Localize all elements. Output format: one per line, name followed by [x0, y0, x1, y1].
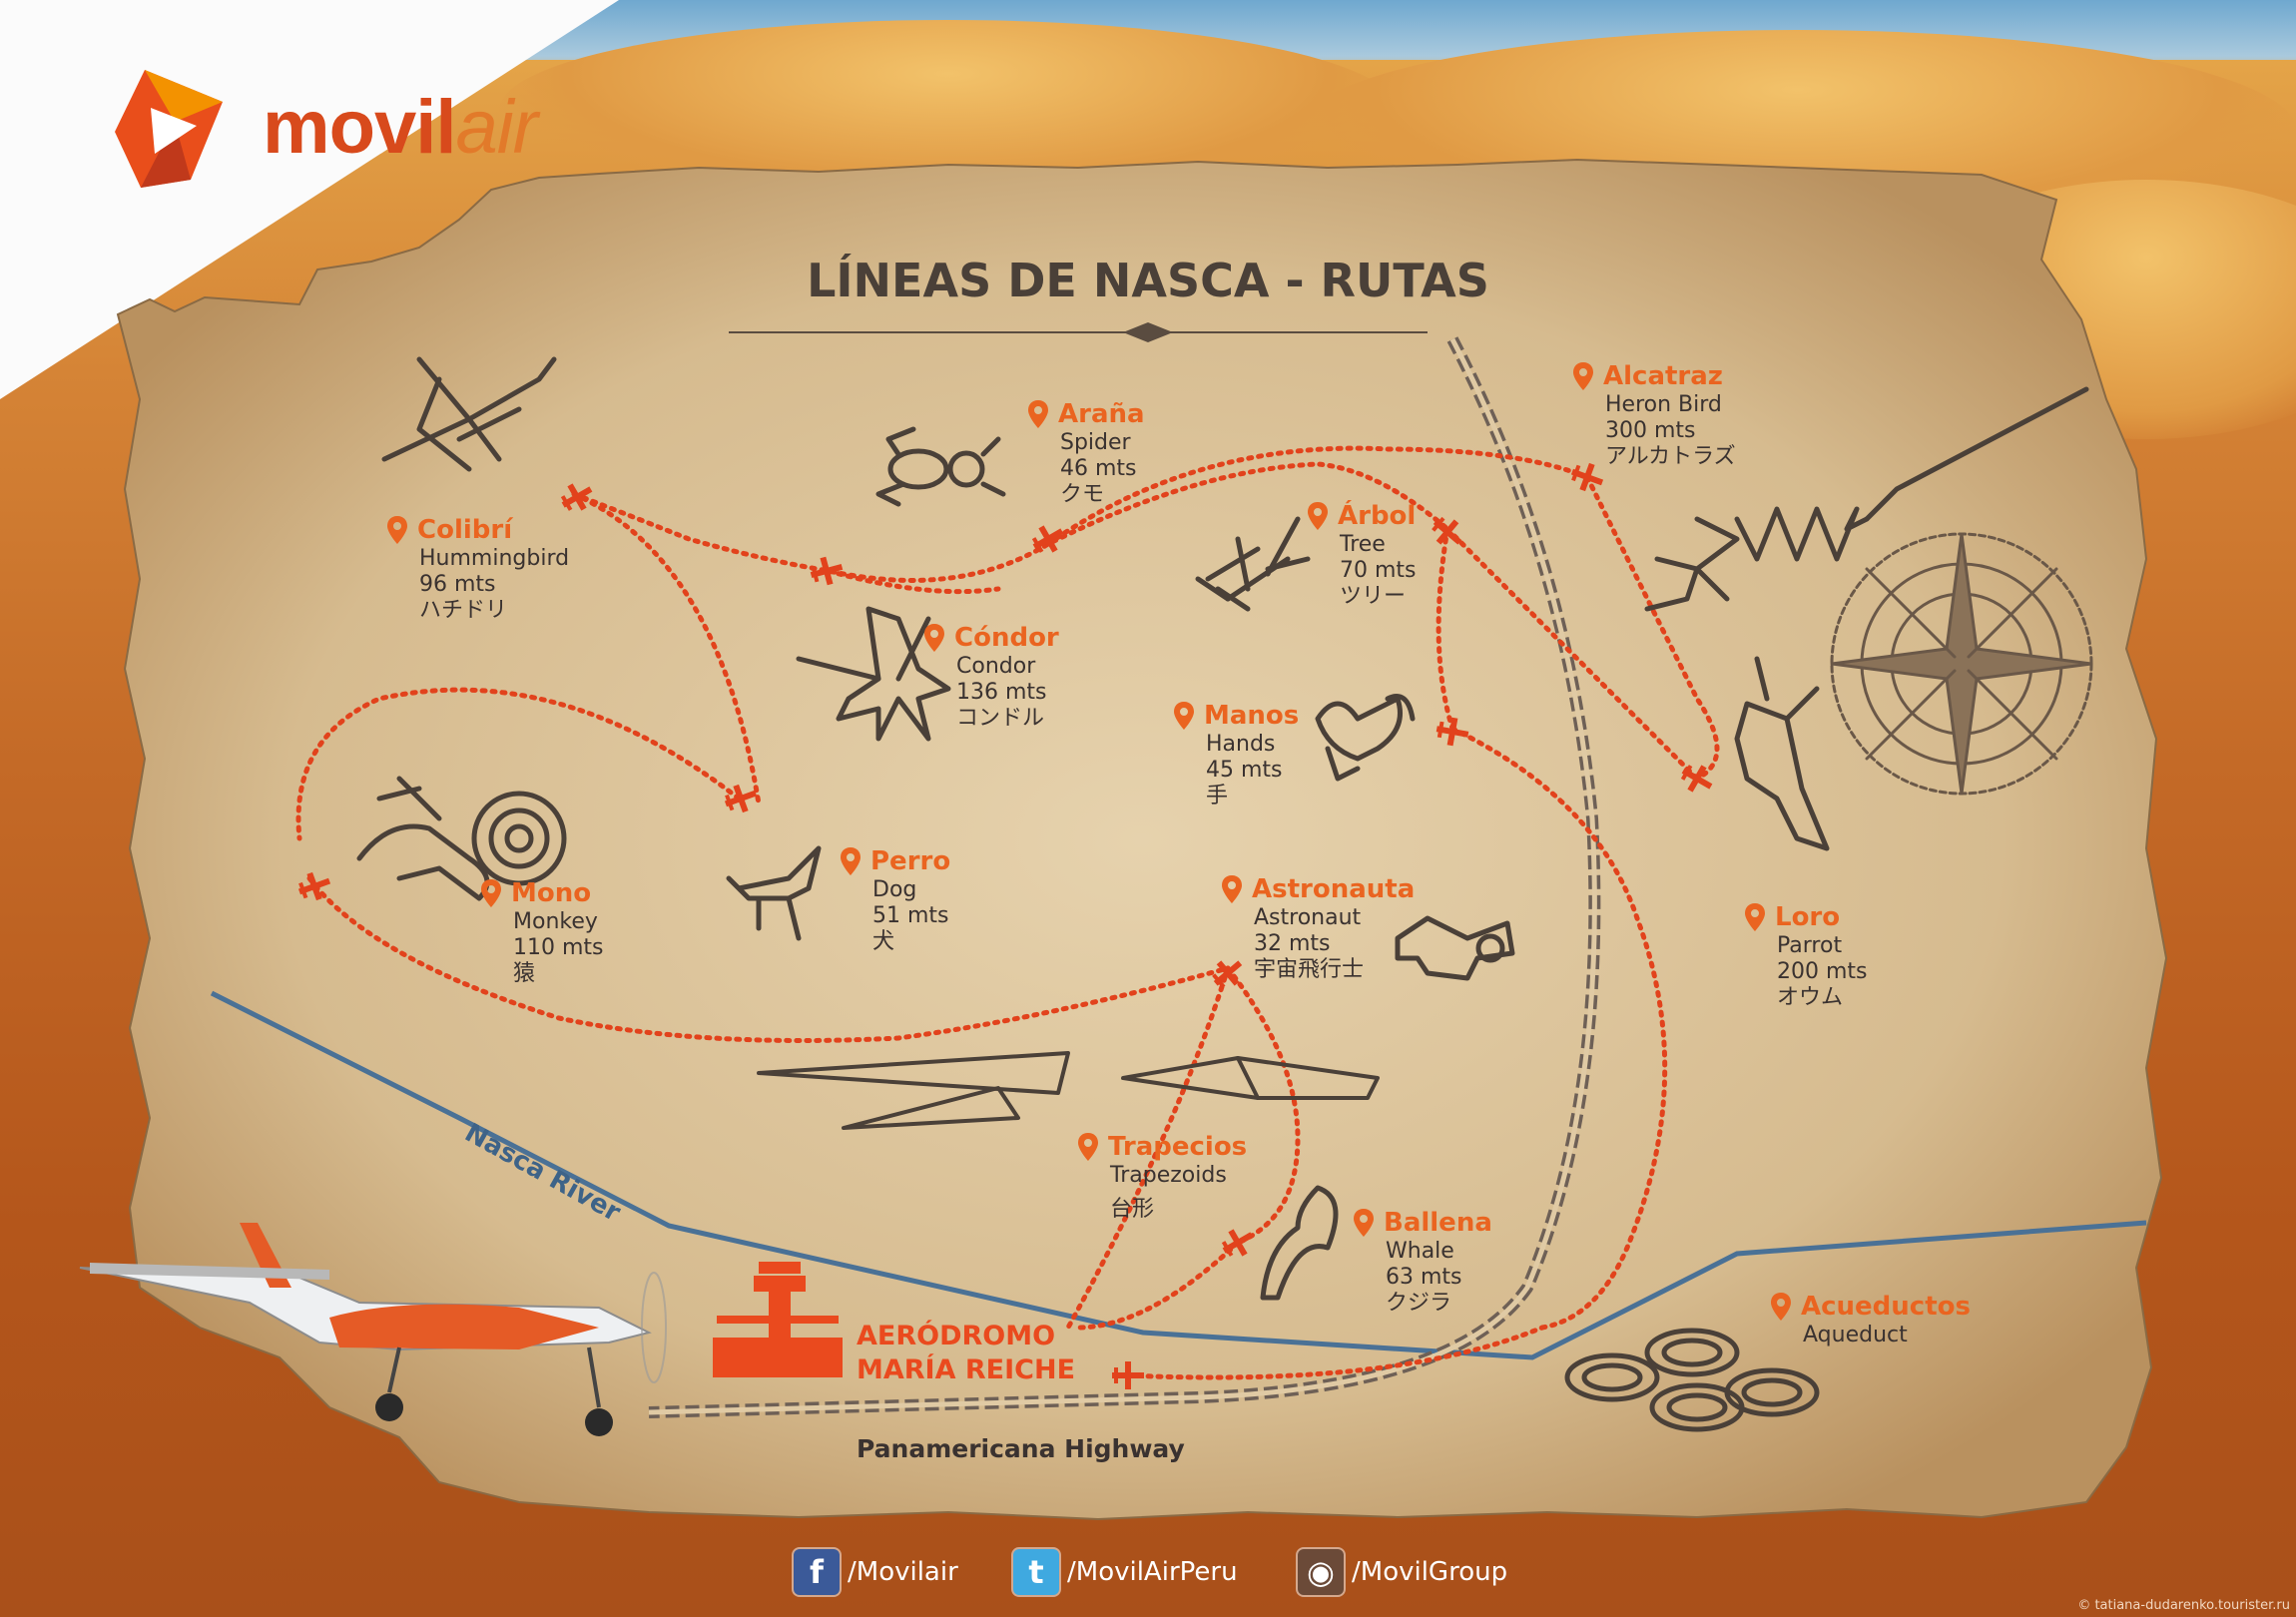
site-trapecios: Trapecios Trapezoids 台形: [1078, 1132, 1247, 1223]
site-manos: Manos Hands 45 mts 手: [1174, 701, 1299, 809]
map-title: LÍNEAS DE NASCA - RUTAS: [807, 254, 1489, 307]
facebook-handle[interactable]: /Movilair: [848, 1557, 958, 1587]
parchment-sheet: [116, 158, 2168, 1521]
route-planes: [297, 462, 1713, 1389]
location-pin-icon: [841, 847, 861, 876]
heron-glyph: [1644, 386, 2089, 612]
site-arana: Araña Spider 46 mts クモ: [1028, 399, 1145, 508]
site-acueductos: Acueductos Aqueduct: [1771, 1292, 1971, 1348]
aerodrome-icon: [713, 1262, 843, 1377]
location-pin-icon: [387, 516, 407, 545]
logo-wordmark: movilair: [263, 84, 538, 170]
site-arbol: Árbol Tree 70 mts ツリー: [1308, 501, 1417, 610]
parrot-glyph: [1734, 656, 1830, 851]
twitter-handle[interactable]: /MovilAirPeru: [1067, 1557, 1238, 1587]
watermark-credit: © tatiana-dudarenko.tourister.ru: [2077, 1598, 2290, 1613]
geoglyphs: [356, 356, 2093, 1432]
movilair-logo-icon: [115, 70, 223, 188]
location-pin-icon: [1308, 502, 1328, 531]
condor-glyph: [796, 606, 951, 742]
site-loro: Loro Parrot 200 mts オウム: [1745, 902, 1868, 1011]
social-facebook[interactable]: f /Movilair: [794, 1549, 958, 1595]
dog-glyph: [726, 845, 822, 941]
tree-glyph: [1195, 516, 1311, 612]
flight-routes: [295, 445, 1720, 1380]
site-ballena: Ballena Whale 63 mts クジラ: [1354, 1208, 1492, 1317]
nasca-river: [210, 990, 2147, 1360]
airplane-illustration: [79, 1223, 667, 1436]
aqueducts-glyph: [1564, 1328, 1820, 1432]
compass-rose: [1830, 532, 2093, 796]
location-pin-icon: [1573, 362, 1593, 391]
location-pin-icon: [1222, 875, 1242, 904]
location-pin-icon: [1354, 1209, 1374, 1238]
location-pin-icon: [1028, 400, 1048, 429]
social-twitter[interactable]: t /MovilAirPeru: [1013, 1549, 1238, 1595]
movilair-logo: movilair: [105, 62, 538, 192]
instagram-handle[interactable]: /MovilGroup: [1352, 1557, 1508, 1587]
astronaut-glyph: [1395, 915, 1515, 981]
location-pin-icon: [1745, 903, 1765, 932]
trapezoids-glyph: [757, 1051, 1380, 1130]
site-perro: Perro Dog 51 mts 犬: [841, 846, 950, 955]
aerodrome-label: AERÓDROMO MARÍA REICHE: [857, 1321, 1076, 1385]
site-mono: Mono Monkey 110 mts 猿: [481, 878, 604, 987]
twitter-icon: t: [1013, 1549, 1059, 1595]
whale-glyph: [1260, 1185, 1339, 1301]
site-colibri: Colibrí Hummingbird 96 mts ハチドリ: [387, 515, 569, 624]
highway-label: Panamericana Highway: [857, 1434, 1185, 1463]
facebook-icon: f: [794, 1549, 840, 1595]
site-alcatraz: Alcatraz Heron Bird 300 mts アルカトラズ: [1573, 361, 1736, 470]
location-pin-icon: [924, 624, 944, 653]
site-condor: Cóndor Condor 136 mts コンドル: [924, 623, 1059, 732]
site-astronauta: Astronauta Astronaut 32 mts 宇宙飛行士: [1222, 874, 1415, 983]
instagram-icon: ◉: [1298, 1549, 1344, 1595]
location-pin-icon: [481, 879, 501, 908]
location-pin-icon: [1771, 1293, 1791, 1322]
spider-glyph: [875, 426, 1006, 507]
location-pin-icon: [1078, 1133, 1098, 1162]
hummingbird-glyph: [381, 356, 557, 472]
location-pin-icon: [1174, 702, 1194, 731]
hands-glyph: [1315, 694, 1416, 782]
social-instagram[interactable]: ◉ /MovilGroup: [1298, 1549, 1507, 1595]
